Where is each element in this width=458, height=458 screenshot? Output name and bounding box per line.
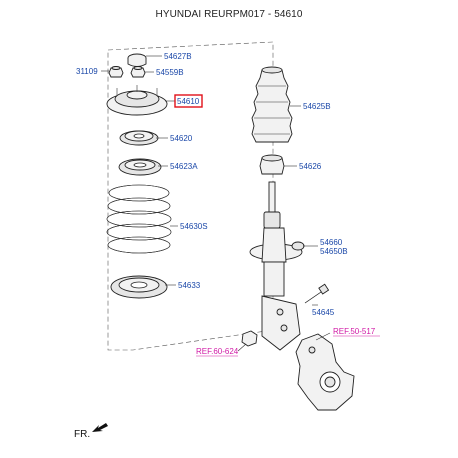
part-label-54559b[interactable]: 54559B [156,68,184,77]
front-direction-arrow-icon [92,423,108,432]
part-label-31109[interactable]: 31109 [76,67,98,76]
leader-lines [101,55,331,352]
bump-stop-54626 [259,154,285,175]
ref-label-50-517[interactable]: REF.50-517 [333,327,376,336]
steering-knuckle-ref-50-517 [295,333,355,411]
lower-pad-54633 [110,275,168,299]
part-label-54650b[interactable]: 54650B [320,247,348,256]
diagram-title: HYUNDAI REURPM017 - 54610 [155,9,303,20]
bearing-54620 [119,130,159,146]
part-label-54620[interactable]: 54620 [170,134,193,143]
strut-mount-54610 [106,85,168,116]
dust-boot-54625b [251,66,293,143]
nut-ref-60-624 [241,330,258,347]
cap-54627b [127,53,147,67]
nut-54559b [130,66,146,78]
assembly-outline [107,41,274,351]
part-label-54660[interactable]: 54660 [320,238,343,247]
coil-spring-54630s [106,184,172,254]
part-label-54633[interactable]: 54633 [178,281,201,290]
strut-54660 [249,181,305,351]
front-direction-label: FR. [74,429,90,440]
part-label-54626[interactable]: 54626 [299,162,322,171]
part-label-54610[interactable]: 54610 [177,97,200,106]
ref-label-60-624[interactable]: REF.60-624 [196,347,239,356]
highlight-box [174,94,203,108]
part-label-54645[interactable]: 54645 [312,308,335,317]
bolt-54645 [304,283,330,304]
part-label-54627b[interactable]: 54627B [164,52,192,61]
part-label-54630s[interactable]: 54630S [180,222,208,231]
nut-31109 [108,66,124,78]
spring-pad-54623a [118,158,162,176]
part-label-54625b[interactable]: 54625B [303,102,331,111]
part-label-54623a[interactable]: 54623A [170,162,198,171]
